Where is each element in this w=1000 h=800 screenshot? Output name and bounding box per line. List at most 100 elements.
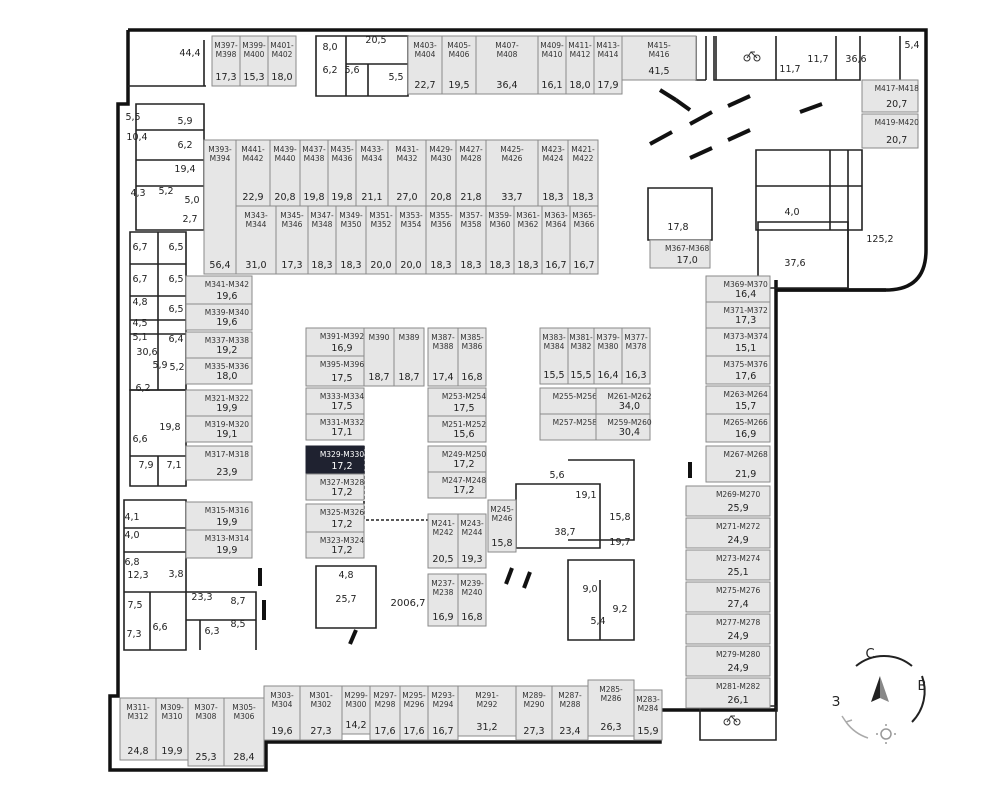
parking-space-cell[interactable] xyxy=(185,303,253,331)
parking-space-cell[interactable] xyxy=(427,327,459,387)
parking-space-cell[interactable] xyxy=(155,697,189,761)
parking-space-cell[interactable] xyxy=(455,205,487,275)
parking-space-cell[interactable] xyxy=(457,513,487,569)
parking-space-cell[interactable] xyxy=(567,139,599,207)
parking-space-cell[interactable] xyxy=(263,685,301,741)
parking-space-cell[interactable] xyxy=(685,613,771,645)
parking-space-cell[interactable] xyxy=(427,513,459,569)
parking-space-cell[interactable] xyxy=(587,679,635,737)
parking-space-cell[interactable] xyxy=(185,445,253,481)
parking-space-cell[interactable] xyxy=(621,327,651,385)
parking-space-cell[interactable] xyxy=(685,517,771,549)
parking-space-cell[interactable] xyxy=(299,139,329,207)
parking-space-cell[interactable] xyxy=(305,413,365,441)
parking-space-cell[interactable] xyxy=(355,139,389,207)
parking-space-cell[interactable] xyxy=(427,573,459,627)
parking-space-cell[interactable] xyxy=(595,387,651,415)
parking-space-cell[interactable] xyxy=(307,205,337,275)
parking-space-cell[interactable] xyxy=(185,357,253,385)
parking-space-cell[interactable] xyxy=(393,327,425,387)
parking-space-cell[interactable] xyxy=(621,35,697,81)
parking-space-cell[interactable] xyxy=(569,205,599,275)
parking-space-cell[interactable] xyxy=(427,445,487,473)
parking-space-cell[interactable] xyxy=(567,327,595,385)
parking-space-cell[interactable] xyxy=(595,413,651,441)
parking-space-cell[interactable] xyxy=(427,685,459,741)
parking-space-cell[interactable] xyxy=(305,531,365,559)
parking-space-cell[interactable] xyxy=(551,685,589,741)
parking-space-cell[interactable] xyxy=(485,139,539,207)
parking-space-cell[interactable] xyxy=(861,79,919,113)
parking-space-cell[interactable] xyxy=(593,35,623,95)
parking-space-cell[interactable] xyxy=(685,645,771,677)
parking-space-cell[interactable] xyxy=(211,35,241,87)
parking-space-cell[interactable] xyxy=(705,301,771,329)
parking-space-cell[interactable] xyxy=(239,35,269,87)
parking-space-cell[interactable] xyxy=(407,35,443,95)
parking-space-cell[interactable] xyxy=(185,501,253,531)
parking-space-cell[interactable] xyxy=(649,239,711,269)
parking-space-cell[interactable] xyxy=(335,205,367,275)
parking-space-cell[interactable] xyxy=(427,471,487,499)
parking-space-cell[interactable] xyxy=(185,275,253,305)
parking-space-cell[interactable] xyxy=(427,387,487,417)
parking-space-cell[interactable] xyxy=(685,581,771,613)
parking-space-cell[interactable] xyxy=(305,473,365,501)
parking-space-cell[interactable] xyxy=(513,205,543,275)
parking-space-cell[interactable] xyxy=(515,685,553,741)
parking-space-cell[interactable] xyxy=(203,139,237,275)
parking-space-cell[interactable] xyxy=(185,415,253,443)
